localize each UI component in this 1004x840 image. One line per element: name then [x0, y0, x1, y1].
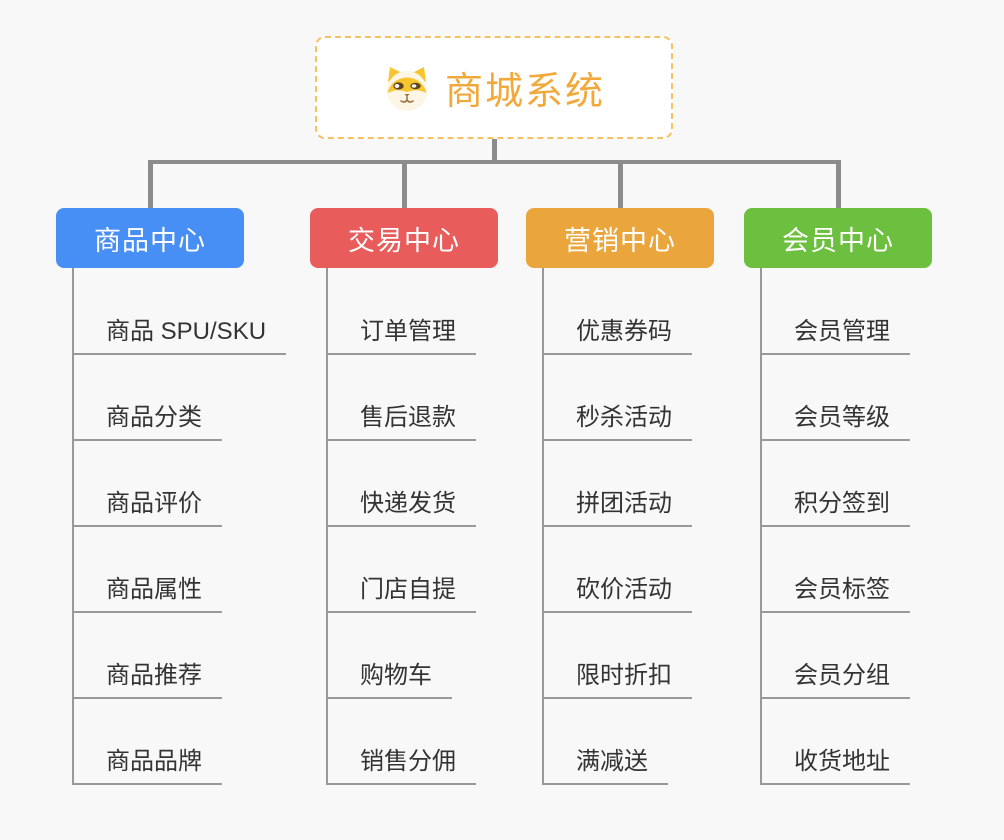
node-points-checkin[interactable]: 积分签到 [760, 489, 910, 527]
connector-drop-member [836, 160, 841, 208]
branch-marketing-center: 营销中心 优惠券码 秒杀活动 拼团活动 砍价活动 限时折扣 满减送 [526, 0, 714, 800]
dog-icon [386, 66, 427, 111]
root-title: 商城系统 [444, 71, 605, 113]
node-label: 会员管理 [794, 318, 890, 345]
connector-bus [148, 160, 841, 164]
node-label: 限时折扣 [576, 662, 672, 689]
node-goods-brand[interactable]: 商品品牌 [72, 747, 222, 785]
connector-drop-marketing [618, 160, 623, 208]
connector-drop-goods [148, 160, 153, 208]
node-label: 订单管理 [360, 318, 456, 345]
node-store-pickup[interactable]: 门店自提 [326, 575, 476, 613]
node-label: 商品属性 [106, 576, 202, 603]
node-label: 会员等级 [794, 404, 890, 431]
node-goods-category[interactable]: 商品分类 [72, 403, 222, 441]
node-label: 商品 SPU/SKU [106, 318, 267, 345]
node-goods-spu-sku[interactable]: 商品 SPU/SKU [72, 317, 287, 355]
node-label: 商品评价 [106, 490, 202, 517]
node-order-management[interactable]: 订单管理 [326, 317, 476, 355]
node-label: 满减送 [576, 748, 648, 775]
branch-member-center: 会员中心 会员管理 会员等级 积分签到 会员标签 会员分组 收货地址 [744, 0, 932, 800]
node-member-tag[interactable]: 会员标签 [760, 575, 910, 613]
branch-header-goods-center[interactable]: 商品中心 [56, 208, 244, 268]
node-label: 商品分类 [106, 404, 202, 431]
node-full-reduction[interactable]: 满减送 [542, 747, 668, 785]
node-label: 会员分组 [794, 662, 890, 689]
node-label: 砍价活动 [576, 576, 672, 603]
node-flash-sale[interactable]: 秒杀活动 [542, 403, 692, 441]
node-label: 售后退款 [360, 404, 456, 431]
node-coupon-code[interactable]: 优惠券码 [542, 317, 692, 355]
node-label: 商品品牌 [106, 748, 202, 775]
node-bargain-activity[interactable]: 砍价活动 [542, 575, 692, 613]
node-goods-recommend[interactable]: 商品推荐 [72, 661, 222, 699]
node-label: 购物车 [360, 662, 432, 689]
node-label: 销售分佣 [360, 748, 456, 775]
branch-goods-center: 商品中心 商品 SPU/SKU 商品分类 商品评价 商品属性 商品推荐 商品品牌 [56, 0, 287, 800]
node-label: 拼团活动 [576, 490, 672, 517]
node-goods-attribute[interactable]: 商品属性 [72, 575, 222, 613]
node-aftersale-refund[interactable]: 售后退款 [326, 403, 476, 441]
node-member-group[interactable]: 会员分组 [760, 661, 910, 699]
connector-root-stem [492, 139, 497, 162]
branch-header-member-center[interactable]: 会员中心 [744, 208, 932, 268]
connector-drop-trade [402, 160, 407, 208]
node-member-level[interactable]: 会员等级 [760, 403, 910, 441]
node-goods-review[interactable]: 商品评价 [72, 489, 222, 527]
branch-trade-center: 交易中心 订单管理 售后退款 快递发货 门店自提 购物车 销售分佣 [310, 0, 498, 800]
node-label: 秒杀活动 [576, 404, 672, 431]
node-sales-commission[interactable]: 销售分佣 [326, 747, 476, 785]
node-label: 会员标签 [794, 576, 890, 603]
root-node[interactable]: 商城系统 [315, 36, 673, 139]
node-group-buy[interactable]: 拼团活动 [542, 489, 692, 527]
node-shopping-cart[interactable]: 购物车 [326, 661, 452, 699]
node-label: 优惠券码 [576, 318, 672, 345]
node-member-management[interactable]: 会员管理 [760, 317, 910, 355]
node-label: 商品推荐 [106, 662, 202, 689]
node-label: 收货地址 [794, 748, 890, 775]
node-shipping-address[interactable]: 收货地址 [760, 747, 910, 785]
node-express-delivery[interactable]: 快递发货 [326, 489, 476, 527]
node-limited-time-discount[interactable]: 限时折扣 [542, 661, 692, 699]
branch-header-marketing-center[interactable]: 营销中心 [526, 208, 714, 268]
branch-header-trade-center[interactable]: 交易中心 [310, 208, 498, 268]
node-label: 门店自提 [360, 576, 456, 603]
node-label: 快递发货 [360, 490, 456, 517]
node-label: 积分签到 [794, 490, 890, 517]
